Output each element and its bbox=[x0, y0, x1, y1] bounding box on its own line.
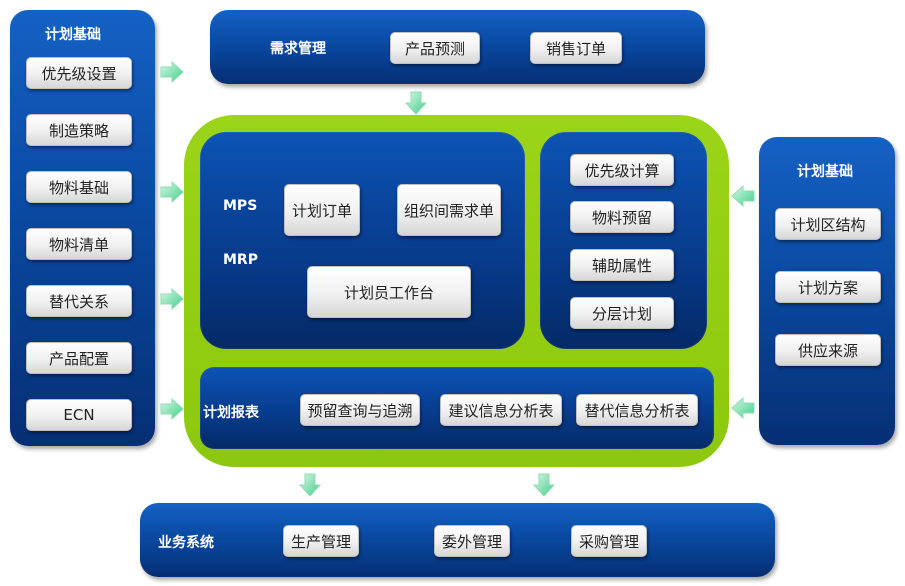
supply-source-button[interactable]: 供应来源 bbox=[775, 334, 881, 366]
planner-workbench-button[interactable]: 计划员工作台 bbox=[307, 266, 471, 318]
priority-setting-button[interactable]: 优先级设置 bbox=[26, 57, 132, 89]
product-forecast-button[interactable]: 产品预测 bbox=[390, 32, 480, 64]
arrow-right-icon bbox=[160, 61, 184, 83]
sales-order-button[interactable]: 销售订单 bbox=[530, 32, 622, 64]
plan-order-button[interactable]: 计划订单 bbox=[284, 184, 360, 236]
material-reservation-button[interactable]: 物料预留 bbox=[570, 201, 674, 233]
purchasing-management-button[interactable]: 采购管理 bbox=[571, 525, 647, 557]
demand-panel-title: 需求管理 bbox=[270, 41, 326, 57]
business-system-panel: 业务系统 生产管理 委外管理 采购管理 bbox=[140, 503, 775, 577]
priority-calc-button[interactable]: 优先级计算 bbox=[570, 154, 674, 186]
bom-button[interactable]: 物料清单 bbox=[26, 228, 132, 260]
arrow-left-icon bbox=[731, 397, 755, 419]
demand-management-panel: 需求管理 产品预测 销售订单 bbox=[210, 10, 705, 84]
arrow-right-icon bbox=[160, 288, 184, 310]
outsourcing-management-button[interactable]: 委外管理 bbox=[434, 525, 510, 557]
mps-mrp-panel: MPS MRP 计划订单 组织间需求单 计划员工作台 bbox=[200, 132, 525, 349]
substitution-analysis-button[interactable]: 替代信息分析表 bbox=[576, 394, 698, 426]
arrow-right-icon bbox=[160, 181, 184, 203]
layered-plan-button[interactable]: 分层计划 bbox=[570, 297, 674, 329]
suggestion-analysis-button[interactable]: 建议信息分析表 bbox=[440, 394, 562, 426]
plan-report-panel: 计划报表 预留查询与追溯 建议信息分析表 替代信息分析表 bbox=[200, 367, 714, 449]
inter-org-demand-button[interactable]: 组织间需求单 bbox=[397, 184, 501, 236]
plan-scheme-button[interactable]: 计划方案 bbox=[775, 271, 881, 303]
arrow-down-icon bbox=[299, 473, 321, 497]
product-config-button[interactable]: 产品配置 bbox=[26, 342, 132, 374]
material-basis-button[interactable]: 物料基础 bbox=[26, 171, 132, 203]
left-planning-basis-panel: 计划基础 优先级设置 制造策略 物料基础 物料清单 替代关系 产品配置 ECN bbox=[10, 10, 155, 446]
ecn-button[interactable]: ECN bbox=[26, 399, 132, 431]
mps-label: MPS bbox=[223, 198, 258, 214]
reservation-trace-button[interactable]: 预留查询与追溯 bbox=[300, 394, 420, 426]
production-management-button[interactable]: 生产管理 bbox=[283, 525, 359, 557]
left-panel-title: 计划基础 bbox=[45, 27, 101, 43]
plan-area-structure-button[interactable]: 计划区结构 bbox=[775, 208, 881, 240]
manufacturing-strategy-button[interactable]: 制造策略 bbox=[26, 114, 132, 146]
mrp-label: MRP bbox=[223, 252, 258, 268]
business-panel-title: 业务系统 bbox=[158, 535, 214, 551]
right-planning-basis-panel: 计划基础 计划区结构 计划方案 供应来源 bbox=[759, 137, 895, 445]
right-panel-title: 计划基础 bbox=[797, 164, 853, 180]
arrow-right-icon bbox=[160, 398, 184, 420]
arrow-down-icon bbox=[405, 91, 427, 115]
calculation-panel: 优先级计算 物料预留 辅助属性 分层计划 bbox=[540, 132, 707, 349]
arrow-left-icon bbox=[731, 185, 755, 207]
report-panel-title: 计划报表 bbox=[203, 405, 259, 421]
arrow-down-icon bbox=[533, 473, 555, 497]
auxiliary-attribute-button[interactable]: 辅助属性 bbox=[570, 249, 674, 281]
substitution-button[interactable]: 替代关系 bbox=[26, 285, 132, 317]
